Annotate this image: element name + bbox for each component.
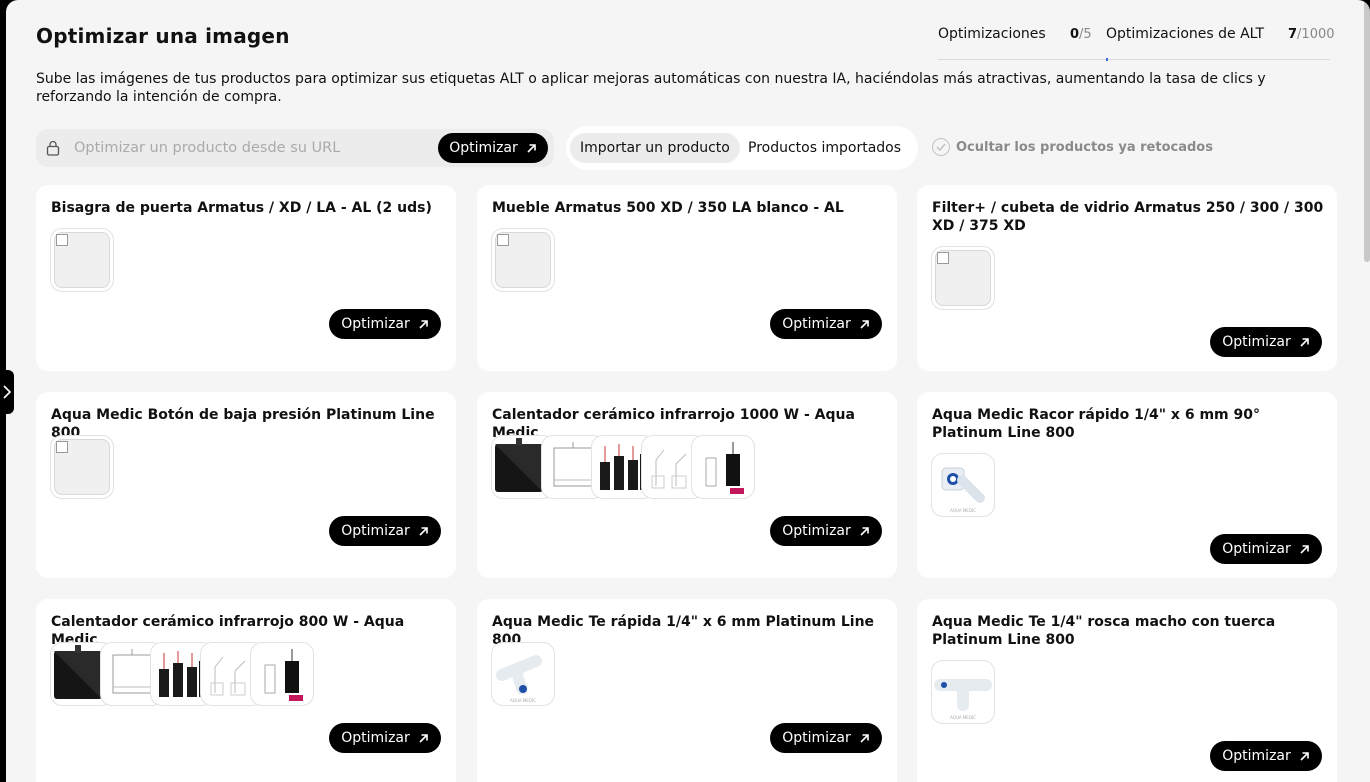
product-images <box>50 228 114 292</box>
optimize-button[interactable]: Optimizar <box>329 516 441 546</box>
arrow-up-right-icon <box>860 526 869 536</box>
import-tabs: Importar un producto Productos importado… <box>566 126 918 170</box>
optimize-label: Optimizar <box>1222 541 1291 557</box>
svg-text:AQUA MEDIC: AQUA MEDIC <box>510 698 536 703</box>
product-title: Aqua Medic Te 1/4" rosca macho con tuerc… <box>932 614 1276 648</box>
hide-retouched-toggle[interactable]: Ocultar los productos ya retocados <box>932 138 1213 156</box>
page-title: Optimizar una imagen <box>36 24 290 48</box>
broken-image-icon[interactable] <box>491 228 555 292</box>
product-images <box>50 642 314 706</box>
optimize-button[interactable]: Optimizar <box>329 723 441 753</box>
optimize-button[interactable]: Optimizar <box>770 516 882 546</box>
product-images <box>491 435 755 499</box>
scrollbar[interactable] <box>1364 0 1370 262</box>
product-url-input[interactable] <box>74 138 434 158</box>
optimize-button[interactable]: Optimizar <box>329 309 441 339</box>
broken-image-icon[interactable] <box>931 246 995 310</box>
heater-label-image[interactable] <box>250 642 314 706</box>
heater-label-image[interactable] <box>691 435 755 499</box>
optimize-label: Optimizar <box>782 523 851 539</box>
optimize-label: Optimizar <box>1222 748 1291 764</box>
main-panel: Optimizar una imagen Optimizaciones 0/5 … <box>6 0 1370 782</box>
usage-stats: Optimizaciones 0/5 Optimizaciones de ALT… <box>938 26 1338 62</box>
product-images <box>50 435 114 499</box>
optimize-label: Optimizar <box>341 316 410 332</box>
tee-fitting-image[interactable]: AQUA MEDIC <box>931 660 995 724</box>
optimize-label: Optimizar <box>341 523 410 539</box>
check-icon <box>936 143 946 151</box>
optimize-label: Optimizar <box>782 316 851 332</box>
alt-optimizations-count: 7/1000 <box>1288 27 1335 42</box>
broken-image-icon[interactable] <box>50 228 114 292</box>
svg-text:AQUA MEDIC: AQUA MEDIC <box>950 715 976 720</box>
tee-fitting-image[interactable]: AQUA MEDIC <box>491 642 555 706</box>
optimize-button[interactable]: Optimizar <box>1210 534 1322 564</box>
product-images: AQUA MEDIC <box>931 660 995 724</box>
url-search-box: Optimizar <box>36 129 554 167</box>
product-card: Calentador cerámico infrarrojo 800 W - A… <box>36 599 456 782</box>
optimize-button[interactable]: Optimizar <box>770 723 882 753</box>
arrow-up-right-icon <box>860 733 869 743</box>
arrow-up-right-icon <box>527 143 536 153</box>
arrow-up-right-icon <box>1300 544 1309 554</box>
optimize-label: Optimizar <box>1222 334 1291 350</box>
page-description: Sube las imágenes de tus productos para … <box>36 71 1266 105</box>
alt-progress-indicator <box>1106 58 1108 61</box>
product-card: Filter+ / cubeta de vidrio Armatus 250 /… <box>917 185 1337 371</box>
tab-import-product[interactable]: Importar un producto <box>570 133 740 163</box>
product-card: Aqua Medic Te rápida 1/4" x 6 mm Platinu… <box>477 599 897 782</box>
lock-icon <box>46 140 60 156</box>
product-title: Mueble Armatus 500 XD / 350 LA blanco - … <box>492 200 844 216</box>
optimizations-count: 0/5 <box>1070 27 1092 42</box>
hide-retouched-label: Ocultar los productos ya retocados <box>956 139 1213 155</box>
optimizations-label: Optimizaciones <box>938 26 1046 42</box>
arrow-up-right-icon <box>860 319 869 329</box>
optimize-label: Optimizar <box>782 730 851 746</box>
chevron-right-icon <box>3 385 12 399</box>
product-title: Aqua Medic Racor rápido 1/4" x 6 mm 90° … <box>932 407 1260 441</box>
optimize-button[interactable]: Optimizar <box>1210 327 1322 357</box>
alt-optimizations-label: Optimizaciones de ALT <box>1106 26 1265 42</box>
optimize-label: Optimizar <box>341 730 410 746</box>
product-images <box>931 246 995 310</box>
arrow-up-right-icon <box>1300 337 1309 347</box>
optimize-label: Optimizar <box>449 140 518 156</box>
product-title: Bisagra de puerta Armatus / XD / LA - AL… <box>51 200 432 216</box>
product-card: Mueble Armatus 500 XD / 350 LA blanco - … <box>477 185 897 371</box>
product-card: Aqua Medic Racor rápido 1/4" x 6 mm 90° … <box>917 392 1337 578</box>
optimize-url-button[interactable]: Optimizar <box>438 133 548 163</box>
arrow-up-right-icon <box>419 526 428 536</box>
product-card: Aqua Medic Botón de baja presión Platinu… <box>36 392 456 578</box>
heater-black-panel-image[interactable] <box>50 642 114 706</box>
product-images <box>491 228 555 292</box>
product-card: Calentador cerámico infrarrojo 1000 W - … <box>477 392 897 578</box>
product-card: Bisagra de puerta Armatus / XD / LA - AL… <box>36 185 456 371</box>
broken-image-icon[interactable] <box>50 435 114 499</box>
sidebar-toggle[interactable] <box>0 370 14 414</box>
tab-imported-products[interactable]: Productos importados <box>748 140 902 156</box>
arrow-up-right-icon <box>419 319 428 329</box>
svg-text:AQUA MEDIC: AQUA MEDIC <box>950 508 976 513</box>
hide-retouched-checkbox[interactable] <box>932 138 950 156</box>
product-card: Aqua Medic Te 1/4" rosca macho con tuerc… <box>917 599 1337 782</box>
product-title: Filter+ / cubeta de vidrio Armatus 250 /… <box>932 200 1324 234</box>
arrow-up-right-icon <box>419 733 428 743</box>
arrow-up-right-icon <box>1300 751 1309 761</box>
elbow-fitting-image[interactable]: AQUA MEDIC <box>931 453 995 517</box>
optimize-button[interactable]: Optimizar <box>770 309 882 339</box>
product-images: AQUA MEDIC <box>931 453 995 517</box>
product-images: AQUA MEDIC <box>491 642 555 706</box>
stats-divider <box>938 59 1330 60</box>
optimize-button[interactable]: Optimizar <box>1210 741 1322 771</box>
